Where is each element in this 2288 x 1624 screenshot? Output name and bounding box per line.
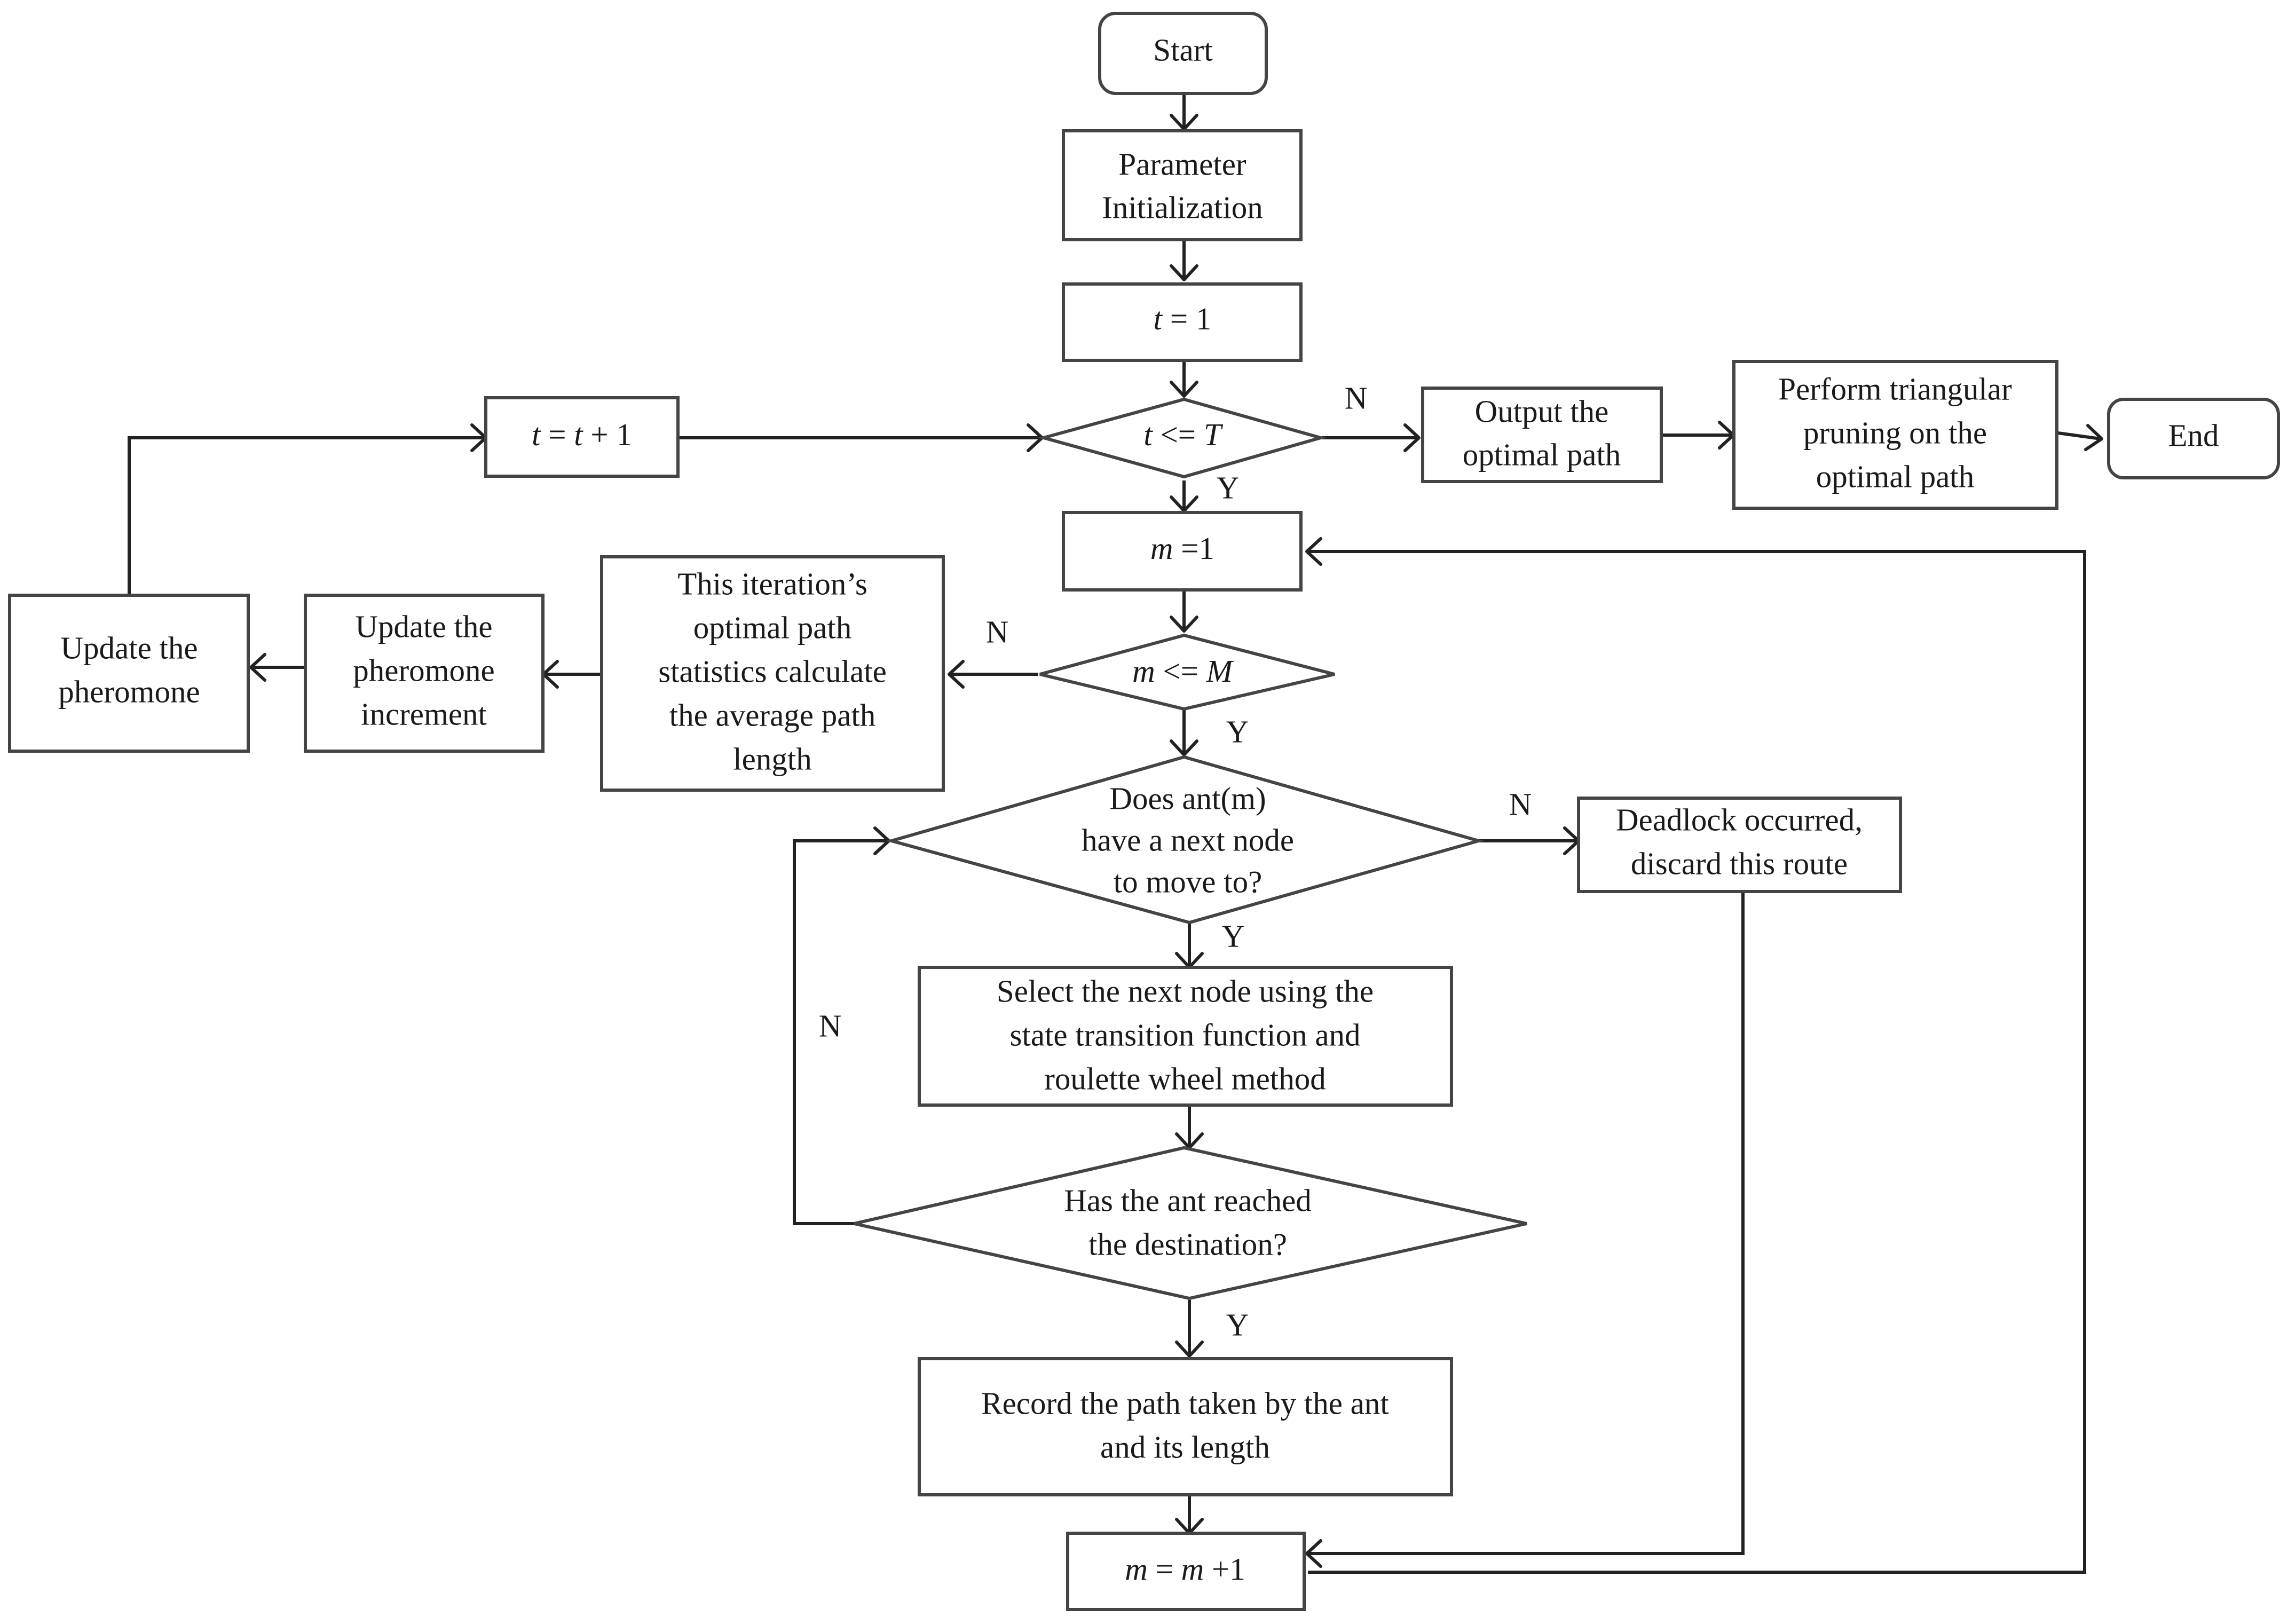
m-init-node: m =1	[1062, 511, 1303, 592]
m-increment-node: m = m +1	[1066, 1532, 1306, 1611]
param-init-line-2: Initialization	[1102, 190, 1263, 225]
edge-labels: N Y N Y N Y N Y	[819, 381, 1532, 1343]
edge-deadlock-to-minc	[1308, 893, 1745, 1555]
update-increment-line-3: increment	[361, 697, 487, 732]
output-line-2: optimal path	[1463, 437, 1621, 472]
next-node-question-line-2: have a next node	[1082, 823, 1294, 858]
deadlock-node: Deadlock occurred, discard this route	[1577, 797, 1902, 893]
end-label: End	[2168, 418, 2219, 453]
edge-minc-to-minit	[1308, 550, 2086, 1574]
m-condition-no-label: N	[986, 614, 1009, 650]
arrowhead-down-icon	[1170, 616, 1198, 633]
output-node: Output the optimal path	[1421, 387, 1663, 483]
arrowhead-left-icon	[948, 660, 965, 689]
update-increment-line-1: Update the	[355, 609, 492, 644]
arrowhead-down-icon	[1170, 264, 1198, 281]
deadlock-line-2: discard this route	[1631, 846, 1848, 881]
reached-yes-label: Y	[1226, 1307, 1249, 1343]
arrowhead-down-icon	[1175, 1341, 1204, 1358]
select-next-node: Select the next node using the state tra…	[918, 966, 1453, 1107]
t-condition-no-label: N	[1345, 381, 1368, 416]
edge-prune-to-end	[2057, 431, 2101, 440]
arrowhead-left-icon	[1305, 1539, 1322, 1568]
m-condition-node: m <= M	[1039, 633, 1335, 711]
next-node-question-line-1: Does ant(m)	[1109, 781, 1266, 816]
prune-line-2: pruning on the	[1803, 415, 1987, 451]
prune-node: Perform triangular pruning on the optima…	[1732, 360, 2058, 510]
t-init-label: t = 1	[1154, 301, 1212, 336]
arrowheads	[249, 114, 2103, 1568]
edge-pheromone-to-tinc	[128, 436, 485, 594]
iteration-stats-line-2: optimal path	[693, 610, 852, 645]
update-pheromone-line-2: pheromone	[58, 674, 200, 709]
reached-question-node: Has the ant reached the destination?	[854, 1146, 1527, 1300]
update-pheromone-node: Update the pheromone	[8, 594, 250, 753]
iteration-stats-node: This iteration’s optimal path statistics…	[600, 555, 945, 792]
end-node: End	[2107, 398, 2280, 479]
t-increment-label: t = t + 1	[532, 417, 632, 452]
start-label: Start	[1153, 33, 1213, 68]
arrowhead-right-icon	[1403, 423, 1421, 452]
next-node-question-node: Does ant(m) have a next node to move to?	[885, 755, 1485, 925]
reached-question-line-1: Has the ant reached	[1064, 1183, 1312, 1218]
output-line-1: Output the	[1475, 394, 1609, 429]
m-increment-label: m = m +1	[1125, 1551, 1245, 1587]
iteration-stats-line-5: length	[733, 742, 811, 777]
iteration-stats-line-1: This iteration’s	[677, 566, 867, 602]
update-increment-line-2: pheromone	[353, 653, 494, 688]
record-line-1: Record the path taken by the ant	[981, 1386, 1389, 1421]
prune-line-3: optimal path	[1816, 459, 1975, 494]
record-line-2: and its length	[1100, 1430, 1270, 1465]
record-node: Record the path taken by the ant and its…	[918, 1357, 1453, 1496]
next-node-no-label: N	[1509, 787, 1532, 822]
m-init-label: m =1	[1150, 531, 1214, 566]
update-pheromone-line-1: Update the	[60, 630, 198, 666]
t-increment-node: t = t + 1	[484, 396, 680, 478]
arrowhead-left-icon	[249, 653, 266, 682]
iteration-stats-line-4: the average path	[669, 698, 876, 733]
prune-line-1: Perform triangular	[1778, 372, 2012, 407]
start-node: Start	[1098, 12, 1268, 95]
param-init-line-1: Parameter	[1118, 147, 1246, 182]
edge-reachedq-loop-to-nextq	[793, 839, 888, 1225]
update-increment-node: Update the pheromone increment	[304, 594, 545, 753]
t-init-node: t = 1	[1062, 282, 1303, 362]
select-next-line-2: state transition function and	[1009, 1018, 1360, 1053]
arrowhead-left-icon	[1305, 537, 1322, 566]
arrowhead-down-icon	[1170, 381, 1198, 398]
t-condition-label: t <= T	[1143, 417, 1223, 452]
arrowhead-down-icon	[1170, 739, 1198, 756]
reached-no-label: N	[819, 1008, 842, 1044]
next-node-yes-label: Y	[1222, 919, 1245, 954]
select-next-line-3: roulette wheel method	[1044, 1061, 1326, 1097]
arrowhead-right-icon	[2084, 424, 2103, 451]
t-condition-node: t <= T	[1037, 397, 1327, 479]
m-condition-yes-label: Y	[1226, 714, 1249, 750]
t-condition-yes-label: Y	[1217, 470, 1240, 506]
next-node-question-line-3: to move to?	[1114, 864, 1263, 900]
select-next-line-1: Select the next node using the	[997, 974, 1374, 1009]
reached-question-line-2: the destination?	[1088, 1227, 1287, 1262]
edges	[128, 95, 2101, 1574]
iteration-stats-line-3: statistics calculate	[658, 654, 887, 689]
param-init-node: Parameter Initialization	[1062, 129, 1303, 241]
deadlock-line-1: Deadlock occurred,	[1616, 802, 1863, 838]
m-condition-label: m <= M	[1132, 653, 1234, 689]
